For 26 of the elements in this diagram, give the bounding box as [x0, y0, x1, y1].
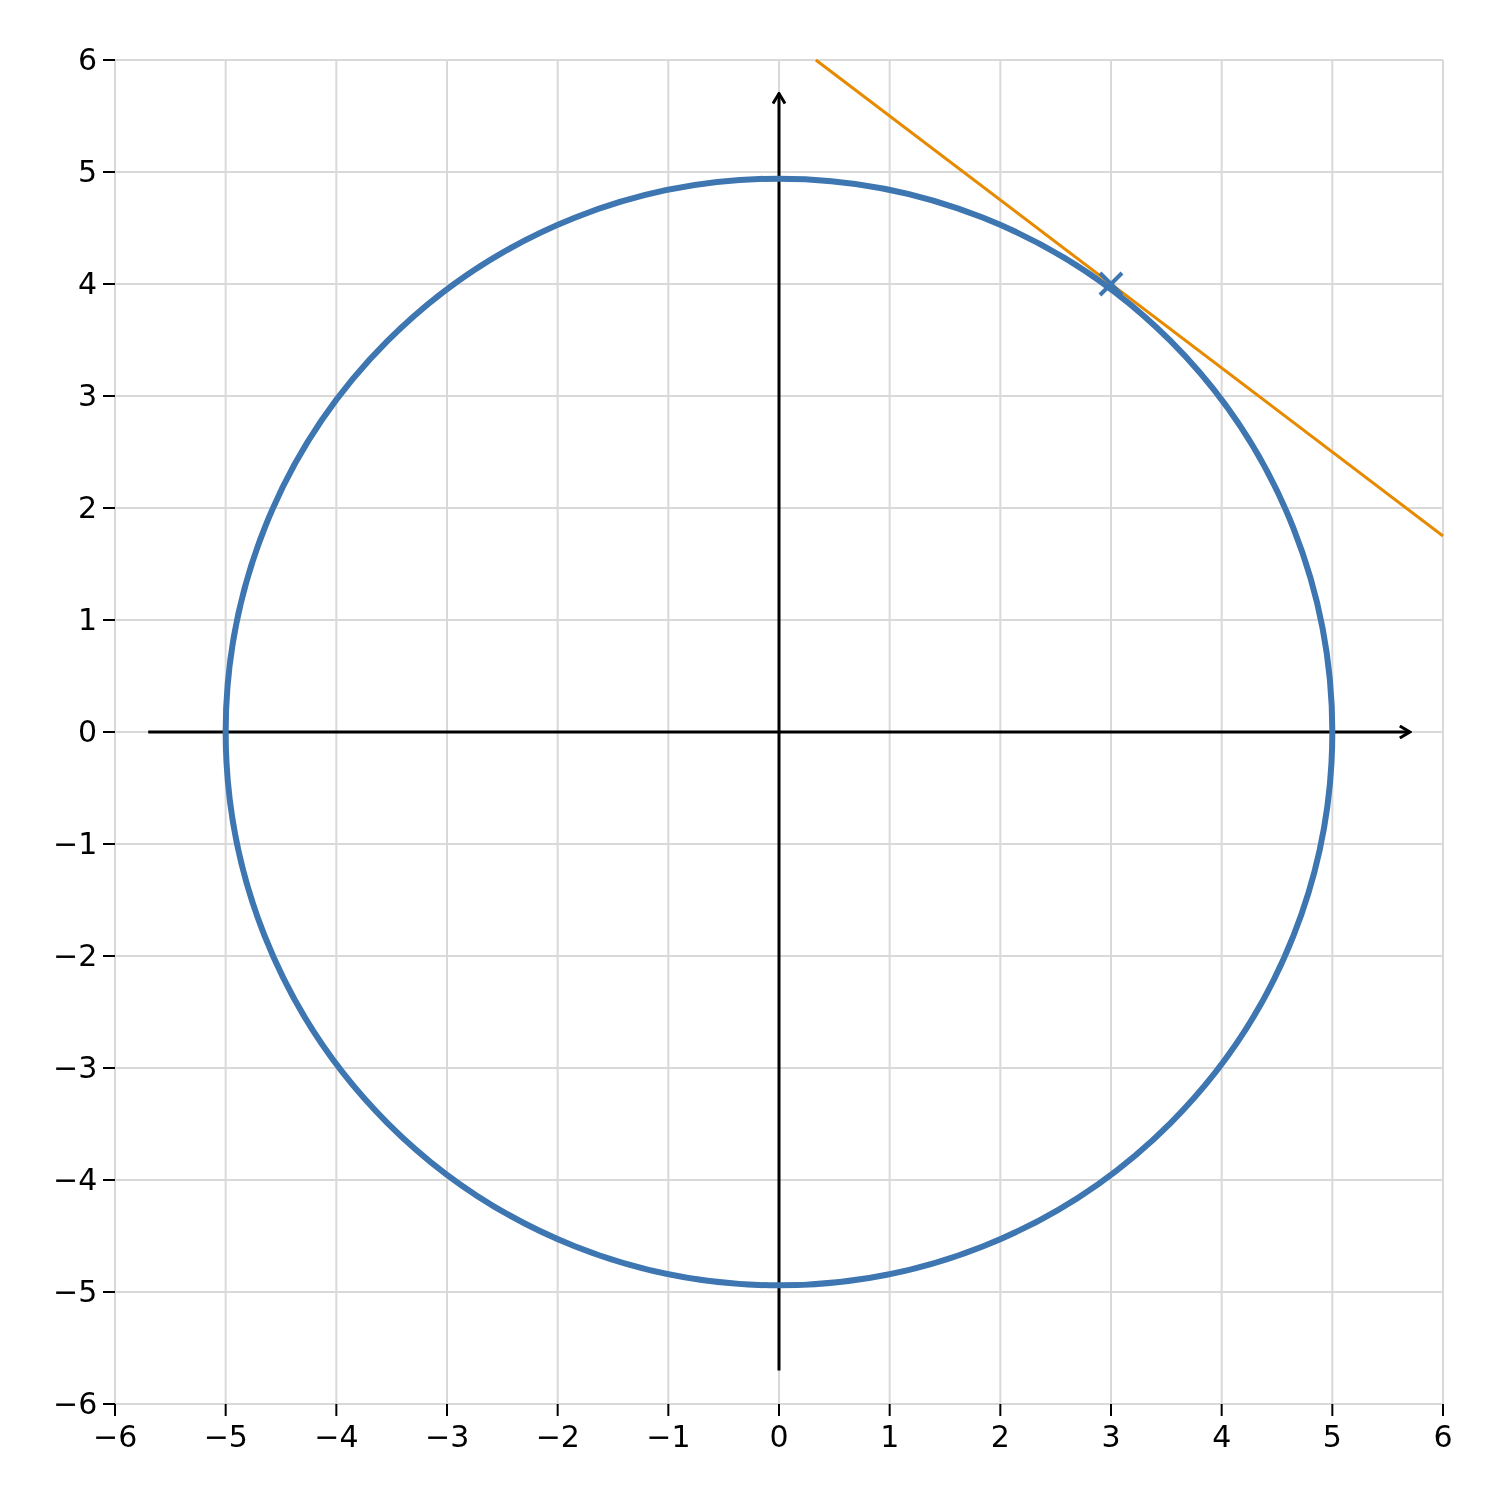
tick-label: −3 — [425, 1420, 470, 1454]
tick-label: −5 — [53, 1275, 98, 1309]
tick-label: −5 — [203, 1420, 248, 1454]
tick-label: 0 — [769, 1420, 789, 1454]
tick-label: 5 — [1322, 1420, 1342, 1454]
tick-label: 1 — [880, 1420, 900, 1454]
tick-label: −4 — [53, 1163, 98, 1197]
tick-label: −1 — [646, 1420, 691, 1454]
tick-label: −1 — [53, 827, 98, 861]
tick-label: 3 — [78, 379, 98, 413]
tick-label: −3 — [53, 1051, 98, 1085]
tick-label: 4 — [1212, 1420, 1232, 1454]
tick-label: 6 — [78, 43, 98, 77]
tick-label: −4 — [314, 1420, 359, 1454]
tick-label: −6 — [93, 1420, 138, 1454]
tick-label: 4 — [78, 267, 98, 301]
tick-label: −2 — [53, 939, 98, 973]
tick-label: 2 — [78, 491, 98, 525]
tick-label: 6 — [1433, 1420, 1453, 1454]
tick-label: −2 — [535, 1420, 580, 1454]
tick-label: −6 — [53, 1387, 98, 1421]
tick-label: 1 — [78, 603, 98, 637]
tick-label: 3 — [1101, 1420, 1121, 1454]
tick-label: 0 — [78, 715, 98, 749]
tick-label: 5 — [78, 155, 98, 189]
tick-label: 2 — [990, 1420, 1010, 1454]
